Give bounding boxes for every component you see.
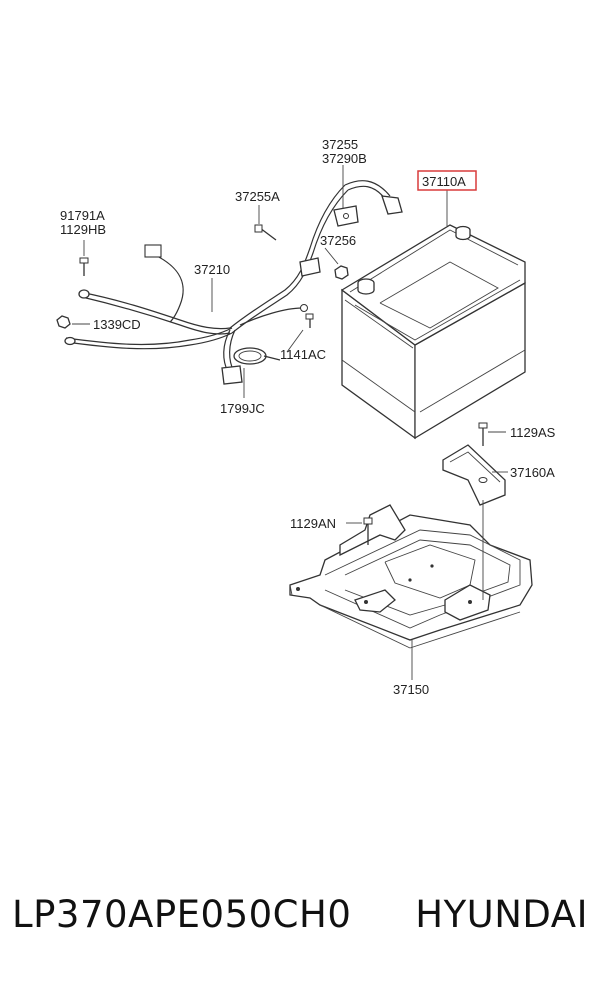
leader-lines (72, 165, 508, 680)
bolt-1129HB (79, 257, 89, 276)
nut-1339CD (56, 315, 71, 329)
label-37290B: 37290B (322, 151, 367, 166)
nut-37256 (334, 265, 349, 280)
label-37210: 37210 (194, 262, 230, 277)
label-1799JC: 1799JC (220, 401, 265, 416)
label-1141AC: 1141AC (280, 347, 326, 362)
label-37255: 37255 (322, 137, 358, 152)
hold-down-bracket (442, 444, 506, 506)
bolt-1129AS (478, 422, 488, 446)
label-37160A: 37160A (510, 465, 555, 480)
label-1129HB: 1129HB (60, 222, 106, 237)
label-37255A: 37255A (235, 189, 280, 204)
battery-tray (289, 504, 533, 649)
battery (340, 224, 526, 440)
battery-cable (64, 180, 403, 385)
label-91791A: 91791A (60, 208, 105, 223)
bolt-1129AN (363, 517, 373, 545)
bolt-1141AC (305, 313, 314, 328)
diagram-code: LP370APE050CH0 (12, 892, 352, 936)
label-37256: 37256 (320, 233, 356, 248)
label-1339CD: 1339CD (93, 317, 141, 332)
footer: LP370APE050CH0 HYUNDAI (12, 888, 588, 940)
label-1129AN: 1129AN (290, 516, 336, 531)
bolt-37255A (254, 224, 277, 241)
brand-name: HYUNDAI (415, 892, 588, 936)
label-37110A[interactable]: 37110A (422, 174, 466, 189)
label-37150: 37150 (393, 682, 429, 697)
highlight-box-37110A (417, 170, 477, 191)
label-1129AS: 1129AS (510, 425, 556, 440)
